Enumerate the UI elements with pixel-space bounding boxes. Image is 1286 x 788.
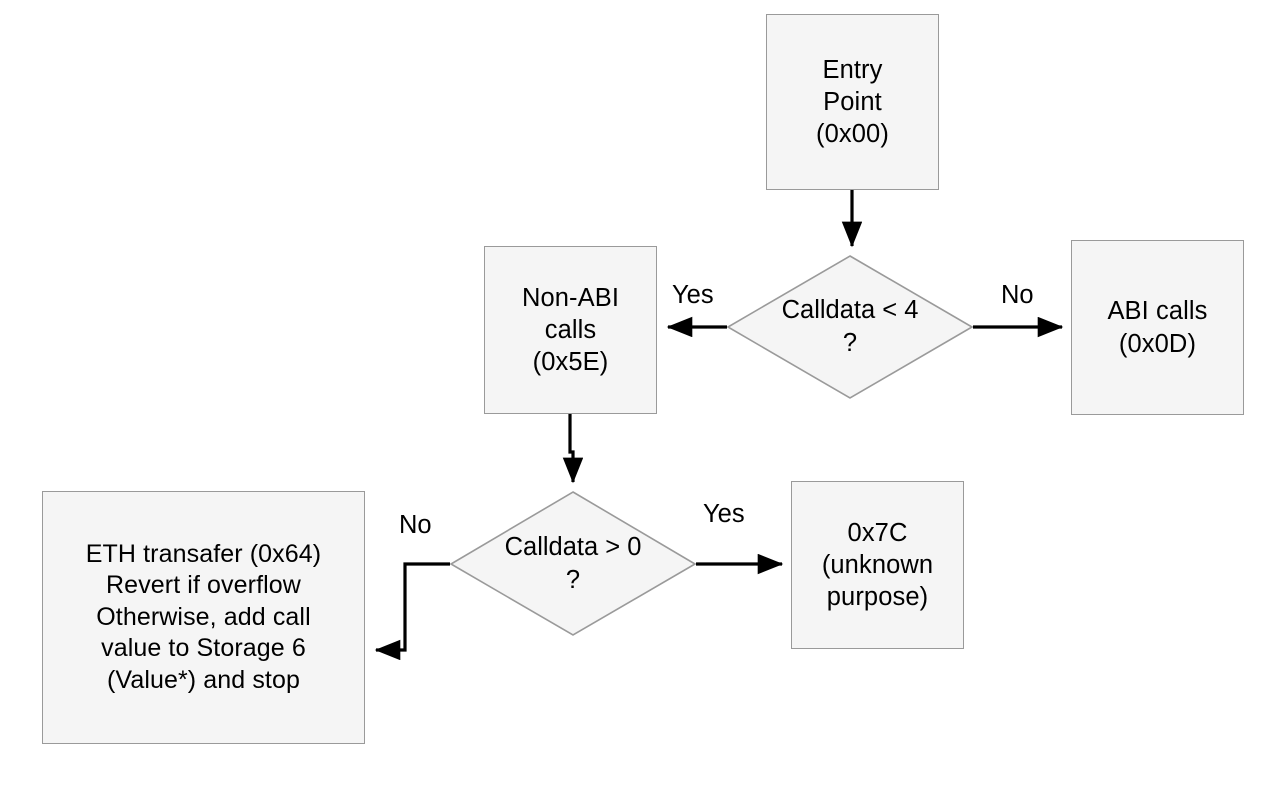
- edge-label-calldata-gt-0-no: No: [399, 511, 432, 539]
- node-abi-calls[interactable]: ABI calls (0x0D): [1071, 240, 1244, 415]
- node-calldata-lt-4[interactable]: Calldata < 4 ?: [727, 255, 973, 399]
- node-non-abi-calls[interactable]: Non-ABI calls (0x5E): [484, 246, 657, 414]
- edge-non-abi-to-calldata-gt-0: [562, 414, 584, 484]
- edge-calldata-gt-0-no: [374, 562, 450, 661]
- node-non-abi-calls-label: Non-ABI calls (0x5E): [521, 283, 620, 377]
- edge-label-calldata-lt-4-no: No: [1001, 281, 1034, 309]
- node-calldata-lt-4-label: Calldata < 4 ?: [781, 296, 919, 357]
- diamond-shape: [450, 491, 696, 636]
- edge-label-calldata-gt-0-yes: Yes: [703, 500, 745, 528]
- node-calldata-gt-0-label: Calldata > 0 ?: [504, 532, 642, 594]
- node-unknown-purpose-label: 0x7C (unknown purpose): [821, 518, 934, 612]
- diamond-shape: [727, 255, 973, 399]
- node-entry-point-label: Entry Point (0x00): [816, 55, 889, 149]
- node-entry-point[interactable]: Entry Point (0x00): [766, 14, 939, 190]
- edge-label-calldata-lt-4-yes: Yes: [672, 281, 714, 309]
- node-unknown-purpose[interactable]: 0x7C (unknown purpose): [791, 481, 964, 649]
- node-abi-calls-label: ABI calls (0x0D): [1107, 297, 1208, 358]
- node-eth-transfer-label: ETH transafer (0x64) Revert if overflow …: [85, 539, 322, 694]
- node-calldata-gt-0[interactable]: Calldata > 0 ?: [450, 491, 696, 636]
- node-eth-transfer[interactable]: ETH transafer (0x64) Revert if overflow …: [42, 491, 365, 744]
